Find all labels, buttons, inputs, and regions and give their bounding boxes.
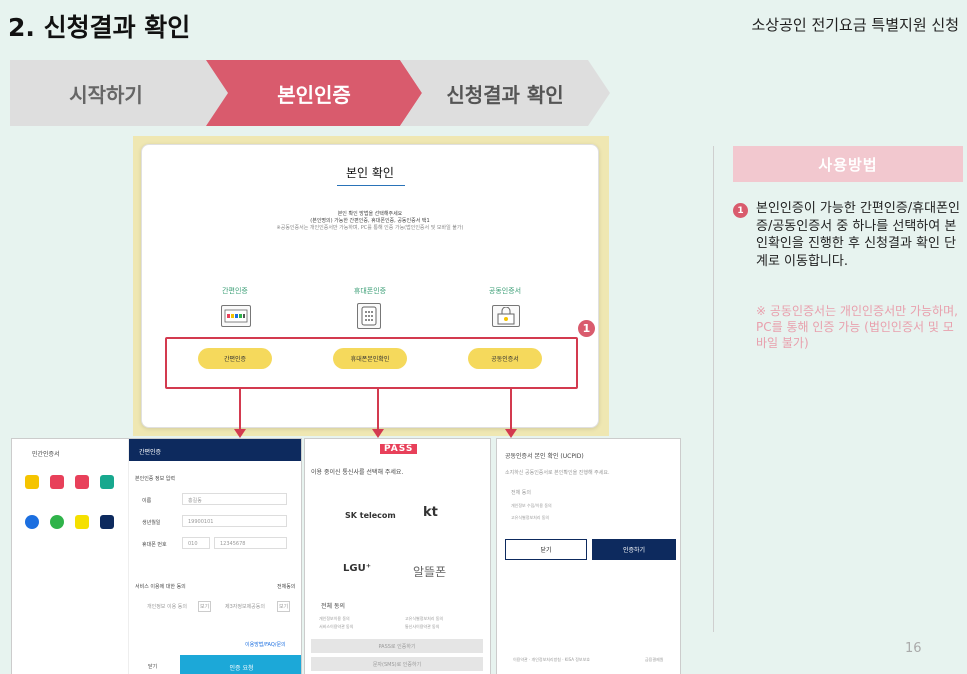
simple-auth-section: 본인인증 정보 입력 [135,476,175,482]
page-number: 16 [905,641,922,656]
phone-number-field[interactable]: 12345678 [214,537,287,549]
simple-auth-header: 간편인증 [129,439,301,461]
step-result-check: 신청결과 확인 [400,60,610,126]
usage-guide-header: 사용방법 [733,146,963,182]
shinhan-app-icon [100,475,114,489]
phone-label: 휴대폰 번호 [142,542,167,548]
name-label: 이름 [142,498,152,504]
arrow-head-certificate [505,429,517,438]
card-desc-line-1: 본인 확인 방법을 선택해주세요 [337,211,403,217]
step-number-badge: 1 [578,320,595,337]
agree-item-2[interactable]: 고유식별정보처리 동의 [405,616,444,621]
arrow-head-phone [372,429,384,438]
terms-view-button-1[interactable]: 보기 [198,601,212,612]
carrier-skt[interactable]: SK telecom [345,511,396,520]
usage-guide-note: ※ 공동인증서는 개인인증서만 가능하며, PC를 통해 인증 가능 (법인인증… [756,304,958,350]
usage-guide-text: 본인인증이 가능한 간편인증/휴대폰인증/공동인증서 중 하나를 선택하여 본인… [756,201,961,269]
method-label-phone: 휴대폰인증 [353,287,387,295]
phone-prefix-field[interactable]: 010 [182,537,210,549]
naver-app-icon [50,515,64,529]
help-link[interactable]: 이용방법/FAQ/문의 [245,642,286,648]
cert-close-button[interactable]: 닫기 [505,539,587,560]
cert-list-title: 민간인증서 [32,451,60,458]
terms-item-1: 개인정보 이용 동의 [147,604,187,610]
cert-app-list: 민간인증서 [12,439,129,674]
certificate-icon [492,305,520,327]
cert-footer-brand: 금융결제원 [645,657,664,662]
carrier-prompt: 이용 중이신 통신사를 선택해 주세요. [311,469,404,476]
terms-item-2: 제3자정보제공동의 [225,604,265,610]
pass-auth-screenshot: PASS 이용 중이신 통신사를 선택해 주세요. SK telecom kt … [304,438,491,674]
phone-auth-button[interactable]: 휴대폰본인확인 [333,348,407,369]
phone-number-value: 12345678 [220,541,246,547]
pass-app-icon-2 [75,475,89,489]
pass-logo: PASS [380,444,418,454]
step-start: 시작하기 [10,60,232,126]
method-label-simple: 간편인증 [222,287,248,295]
arrow-line-phone [377,389,379,430]
agree-item-3[interactable]: 서비스이용약관 동의 [319,624,354,629]
pass-app-icon [50,475,64,489]
document-title: 소상공인 전기요금 특별지원 신청 [751,16,959,34]
method-highlight-box [165,337,578,389]
consent-all-checkbox[interactable]: 전체동의 [277,584,296,590]
agree-item-4[interactable]: 통신사이용약관 동의 [405,624,440,629]
identity-card: 본인 확인 본인 확인 방법을 선택해주세요 (본인명의) 가능한 간편인증, … [141,144,599,428]
agree-item-1[interactable]: 개인정보이용 동의 [319,616,350,621]
birth-field[interactable]: 19900101 [182,515,287,527]
arrow-head-simple [234,429,246,438]
page-title: 2. 신청결과 확인 [8,13,191,42]
simple-auth-screenshot: 민간인증서 간편인증 본인인증 정보 입력 이름 홍길동 생년월일 199001… [11,438,302,674]
simple-auth-icon [221,305,251,327]
method-label-certificate: 공동인증서 [488,287,522,295]
cert-subtitle: 소지하신 공동인증서로 본인확인을 진행해 주세요. [505,470,610,476]
terms-view-button-2[interactable]: 보기 [277,601,291,612]
card-desc-line-3: ※공동인증서는 개인인증서만 가능하며, PC를 통해 인증 가능(법인인증서 … [276,225,464,231]
carrier-mvno[interactable]: 알뜰폰 [413,565,447,579]
cert-title: 공동인증서 본인 확인 (UCPID) [505,453,584,460]
sidebar-divider [713,146,714,632]
name-field-value: 홍길동 [188,498,202,504]
cert-submit-button[interactable]: 인증하기 [592,539,676,560]
certificate-auth-button[interactable]: 공동인증서 [468,348,542,369]
birth-field-value: 19900101 [188,519,214,525]
arrow-line-certificate [510,389,512,430]
name-field[interactable]: 홍길동 [182,493,287,505]
birth-label: 생년월일 [142,520,161,526]
card-title-underline [337,185,405,186]
toss-app-icon [25,515,39,529]
carrier-kt[interactable]: kt [423,505,438,520]
simple-auth-button[interactable]: 간편인증 [198,348,272,369]
kakaotalk-app-icon [75,515,89,529]
consent-title: 서비스 이용에 대한 동의 [135,584,186,590]
arrow-line-simple [239,389,241,430]
card-description: 본인 확인 방법을 선택해주세요 (본인명의) 가능한 간편인증, 휴대폰인증,… [142,211,598,232]
usage-step-badge: 1 [733,203,748,218]
step-identity-verification: 본인인증 [206,60,422,126]
phone-prefix-value: 010 [188,541,198,547]
cert-agree-item-1[interactable]: 개인정보 수집/이용 동의 [511,503,552,508]
close-button[interactable]: 닫기 [148,664,158,670]
bank-app-icon [100,515,114,529]
phone-auth-icon [357,303,381,329]
cert-agree-all[interactable]: 전체 동의 [511,490,531,496]
card-title: 본인 확인 [346,166,394,180]
carrier-lgu[interactable]: LGU⁺ [343,563,371,574]
request-auth-button[interactable]: 인증 요청 [180,655,301,674]
cert-agree-item-2[interactable]: 고유식별정보처리 동의 [511,515,550,520]
certificate-auth-screenshot: 공동인증서 본인 확인 (UCPID) 소지하신 공동인증서로 본인확인을 진행… [496,438,681,674]
card-desc-line-2: (본인명의) 가능한 간편인증, 휴대폰인증, 공동인증서 택1 [310,218,430,224]
cert-footer-links: 이용약관 · 개인정보처리방침 · KISA 정보보호 [513,657,590,662]
agree-all-checkbox[interactable]: 전체 동의 [321,603,345,610]
pass-auth-button[interactable]: PASS로 인증하기 [311,639,483,653]
step-progress-bar: 시작하기 본인인증 신청결과 확인 [10,60,610,126]
kakao-app-icon [25,475,39,489]
sms-auth-button[interactable]: 문자(SMS)로 인증하기 [311,657,483,671]
